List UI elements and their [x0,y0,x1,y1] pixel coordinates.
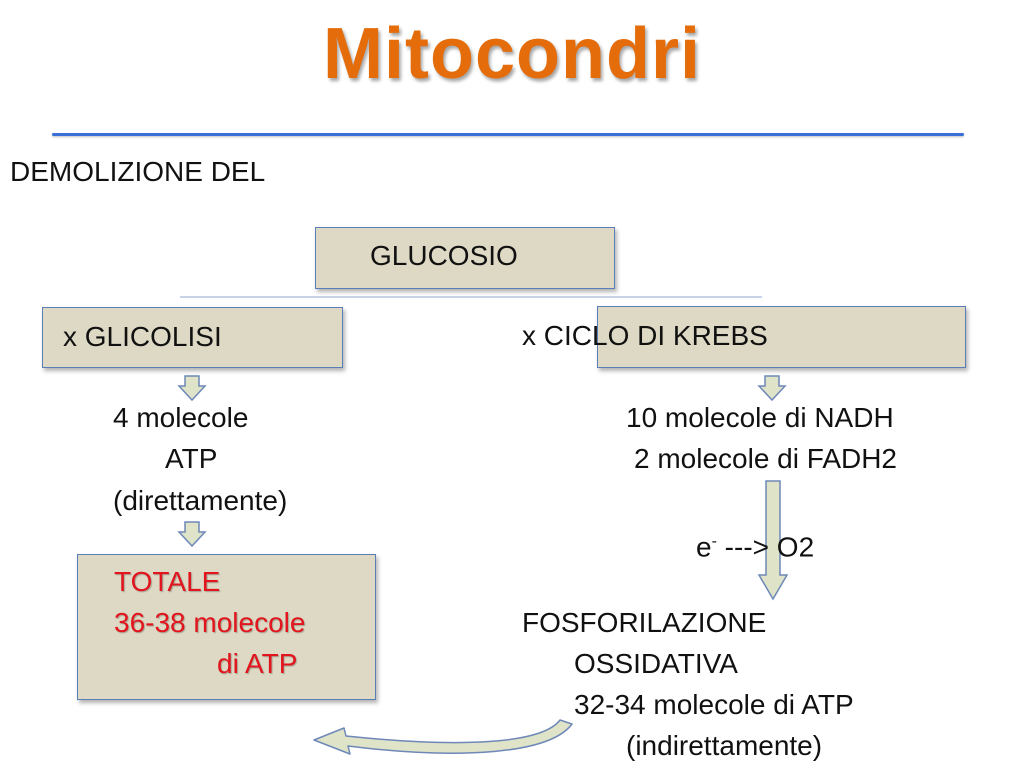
krebs-result-line: 10 molecole di NADH [626,402,894,433]
down-arrow-icon [757,375,787,402]
totale-line: 36-38 molecole [114,607,306,638]
totale-line: TOTALE [114,566,221,597]
totale-line: di ATP [217,648,298,679]
krebs-label: x CICLO DI KREBS [522,320,768,351]
title-underline [52,133,964,136]
down-arrow-icon [177,521,207,548]
krebs-result-line: 2 molecole di FADH2 [634,443,898,474]
glucosio-label: GLUCOSIO [370,240,518,271]
electron-charge: - [711,533,717,550]
glicolisi-result-line: 4 molecole [113,402,249,433]
divider-line [180,296,762,298]
glicolisi-label: x GLICOLISI [63,321,222,352]
electron-flow-rest: ---> O2 [716,531,815,563]
glucosio-box: GLUCOSIO [315,227,615,289]
fosforilazione-line: OSSIDATIVA [574,648,738,679]
fosforilazione-line: FOSFORILAZIONE [522,607,767,638]
slide-title: Mitocondri [323,14,701,94]
krebs-box [597,306,966,368]
section-heading: DEMOLIZIONE DEL [10,156,266,187]
glicolisi-result-line: (direttamente) [113,485,288,516]
glicolisi-result-line: ATP [165,443,218,474]
fosforilazione-line: (indirettamente) [626,730,823,761]
down-arrow-icon [177,375,207,402]
curved-arrow-icon [313,719,573,755]
long-down-arrow-icon [757,480,789,601]
electron-flow-text: e- ---> O2 [696,525,814,564]
fosforilazione-line: 32-34 molecole di ATP [574,689,854,720]
totale-box: TOTALE 36-38 molecole di ATP [77,554,376,700]
electron-symbol: e [696,531,712,563]
glicolisi-box: x GLICOLISI [42,307,343,368]
